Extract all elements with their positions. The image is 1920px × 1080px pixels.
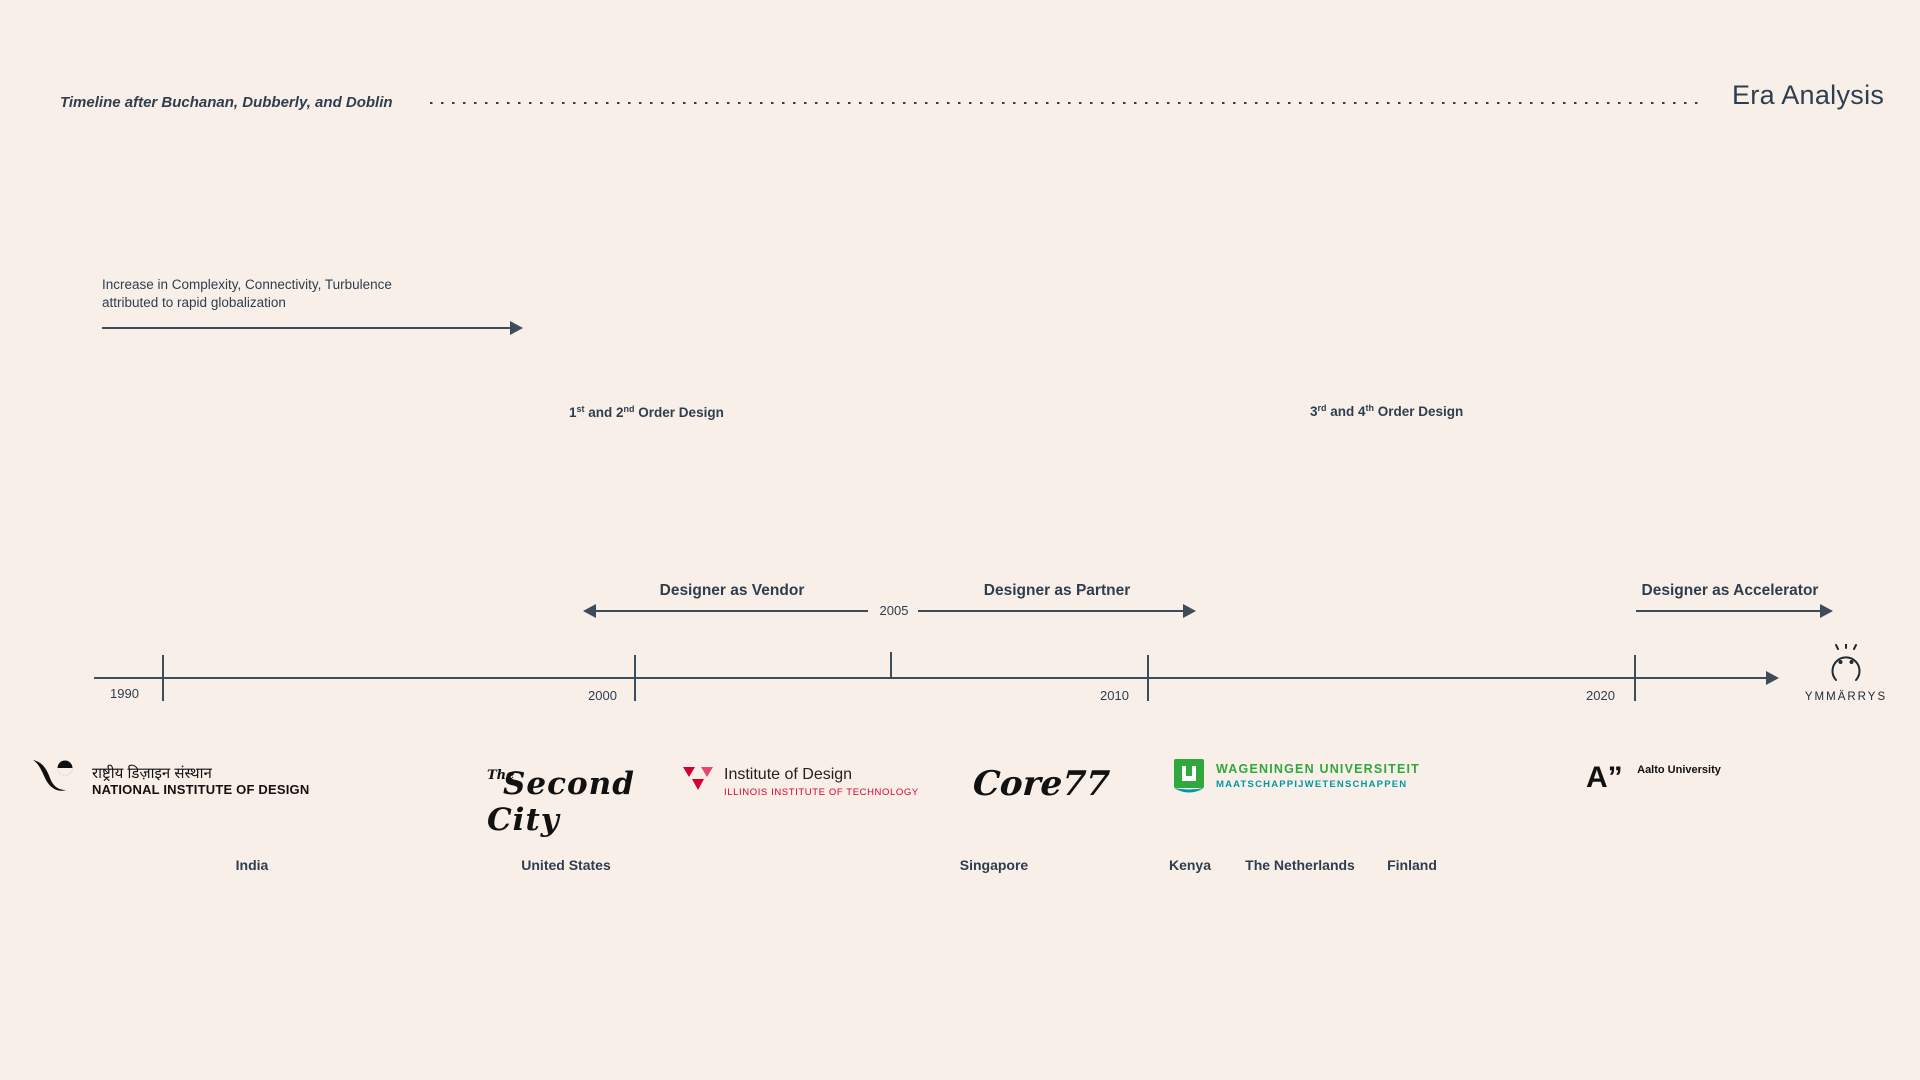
institute-of-design-mark-icon — [683, 767, 713, 790]
timeline-attribution: Timeline after Buchanan, Dubberly, and D… — [60, 94, 393, 111]
tick-1990 — [162, 655, 164, 701]
tick-2020 — [1634, 655, 1636, 701]
era-vendor-arrow — [583, 604, 868, 618]
era-partner-label: Designer as Partner — [983, 582, 1131, 599]
ymmarrys-face-icon — [1831, 643, 1861, 681]
aalto-name: Aalto University — [1637, 764, 1721, 776]
country-united-states: United States — [521, 857, 611, 873]
tick-2005 — [890, 652, 892, 678]
year-label-2010: 2010 — [1100, 688, 1129, 703]
country-kenya: Kenya — [1168, 857, 1212, 873]
ymmarrys-logo: YMMÄRRYS — [1800, 643, 1892, 703]
order-early-tail: Order Design — [634, 405, 724, 420]
complexity-note-line2: attributed to rapid globalization — [102, 295, 286, 310]
era-vendor-label: Designer as Vendor — [659, 582, 805, 599]
order-early-num1: 1 — [569, 405, 577, 420]
wageningen-mark-icon — [1174, 759, 1204, 793]
tick-2000 — [634, 655, 636, 701]
aalto-mark: A” — [1586, 761, 1623, 794]
globalization-arrow — [102, 321, 523, 335]
era-partner-arrow — [918, 604, 1196, 618]
nid-logo-text: राष्ट्रीय डिज़ाइन संस्थान NATIONAL INSTI… — [92, 765, 310, 798]
nid-logo — [30, 758, 76, 796]
complexity-note: Increase in Complexity, Connectivity, Tu… — [102, 276, 392, 312]
era-accelerator-label: Designer as Accelerator — [1641, 582, 1819, 599]
era-accelerator-arrow — [1636, 604, 1833, 618]
aalto-logo: A” Aalto University — [1586, 761, 1721, 794]
nid-native-name: राष्ट्रीय डिज़ाइन संस्थान — [92, 765, 212, 782]
complexity-note-line1: Increase in Complexity, Connectivity, Tu… — [102, 277, 392, 292]
order-late-tail: Order Design — [1374, 404, 1464, 419]
order-design-late-label: 3rd and 4th Order Design — [1310, 403, 1463, 419]
core77-logo: Core77 — [971, 764, 1112, 804]
country-india: India — [235, 857, 269, 873]
nid-mark-icon — [33, 760, 73, 791]
year-label-1990: 1990 — [110, 686, 139, 701]
era-pivot-year: 2005 — [879, 603, 909, 618]
ymmarrys-wordmark: YMMÄRRYS — [1804, 691, 1888, 703]
wageningen-subtitle: MAATSCHAPPIJWETENSCHAPPEN — [1216, 779, 1408, 790]
tick-2010 — [1147, 655, 1149, 701]
iit-subtitle: ILLINOIS INSTITUTE OF TECHNOLOGY — [724, 787, 919, 798]
year-label-2000: 2000 — [588, 688, 617, 703]
order-design-early-label: 1st and 2nd Order Design — [569, 404, 724, 420]
year-label-2020: 2020 — [1586, 688, 1615, 703]
wageningen-name: WAGENINGEN UNIVERSITEIT — [1216, 762, 1421, 776]
order-early-mid: and 2 — [584, 405, 624, 420]
nid-latin-name: NATIONAL INSTITUTE OF DESIGN — [92, 782, 310, 797]
order-late-sup1: rd — [1317, 403, 1327, 413]
country-netherlands: The Netherlands — [1245, 857, 1355, 873]
institute-of-design-name: Institute of Design — [724, 766, 853, 783]
country-finland: Finland — [1387, 857, 1437, 873]
country-singapore: Singapore — [959, 857, 1029, 873]
order-late-mid: and 4 — [1326, 404, 1366, 419]
timeline-axis — [94, 671, 1779, 685]
wageningen-logo: WAGENINGEN UNIVERSITEIT MAATSCHAPPIJWETE… — [1172, 758, 1420, 796]
header-dotted-rule — [430, 102, 1698, 104]
institute-of-design-logo: Institute of Design ILLINOIS INSTITUTE O… — [682, 766, 919, 798]
second-city-the: The — [487, 768, 515, 783]
second-city-logo: The Second City — [487, 766, 657, 838]
second-city-name: Second City — [487, 766, 635, 838]
order-early-sup1: st — [576, 404, 585, 414]
order-early-sup2: nd — [623, 404, 635, 414]
order-late-num1: 3 — [1310, 404, 1318, 419]
page-title: Era Analysis — [1732, 80, 1885, 110]
order-late-sup2: th — [1365, 403, 1375, 413]
